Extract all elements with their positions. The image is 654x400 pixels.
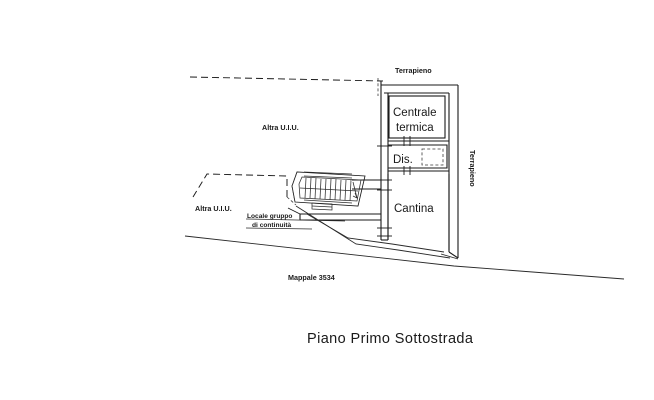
label-centrale-termica-line2: termica (396, 122, 434, 134)
main-vertical-wall (377, 78, 392, 241)
label-altra-uiu-lower: Altra U.I.U. (195, 204, 232, 213)
room-centrale-termica (388, 95, 449, 146)
terrain-profile-lines (184, 205, 625, 280)
room-disimpegno (388, 144, 449, 175)
label-centrale-termica-line1: Centrale (393, 107, 436, 119)
room-cantina (387, 174, 450, 250)
label-disimpegno: Dis. (393, 154, 413, 166)
label-altra-uiu-upper: Altra U.I.U. (262, 123, 299, 132)
locale-gruppo-leader (245, 218, 346, 230)
terrapieno-top-dashed-boundary (189, 76, 384, 82)
plan-title: Piano Primo Sottostrada (307, 331, 474, 347)
label-terrapieno-right: Terrapieno (468, 150, 477, 187)
left-dashed-property-outline (192, 173, 297, 206)
label-terrapieno-top: Terrapieno (395, 66, 432, 75)
building-outer-wall (381, 84, 459, 259)
label-mappale: Mappale 3534 (288, 273, 335, 282)
label-cantina: Cantina (394, 203, 434, 215)
staircase (291, 171, 366, 211)
label-locale-gruppo-line2: di continuità (252, 222, 292, 229)
label-locale-gruppo-line1: Locale gruppo (247, 213, 292, 220)
